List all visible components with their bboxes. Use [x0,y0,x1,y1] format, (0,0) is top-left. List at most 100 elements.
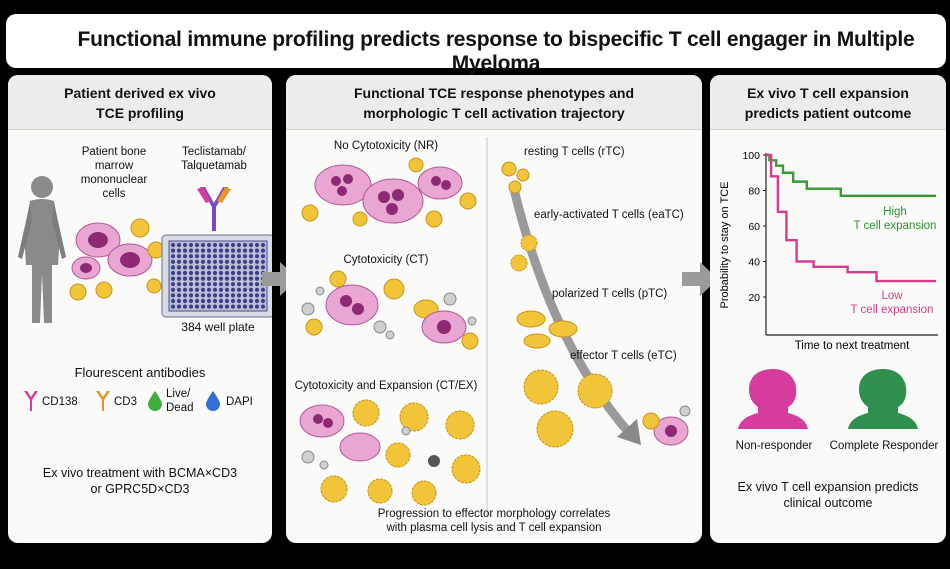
panel3-header: Ex vivo T cell expansion predicts patien… [710,75,946,130]
y-axis-label: Probability to stay on TCE [719,182,731,309]
plate-well [248,298,254,304]
plate-well [260,304,266,309]
plate-well [224,265,230,270]
plate-well [242,287,248,292]
plate-well [200,270,206,276]
treatment-line1: Ex vivo treatment with BCMA×CD3 [42,466,238,480]
plate-well [218,265,224,270]
plate-well [242,270,248,276]
plate-well [176,287,182,292]
panel-response-phenotypes: Functional TCE response phenotypes and m… [286,75,702,543]
high-expansion-label: High T cell expansion [840,205,946,233]
plate-well [200,293,206,298]
plate-well [230,282,236,287]
plate-well [218,298,224,304]
plate-well [194,242,200,248]
plate-well [200,276,206,281]
plate-well [224,242,230,248]
plate-well [242,254,248,259]
panel3-footer-line1: Ex vivo T cell expansion predicts [737,480,919,494]
plate-well [242,298,248,304]
plate-well [236,259,242,264]
plate-well [194,259,200,264]
x-axis-label: Time to next treatment [795,340,910,352]
y-tick-label: 20 [748,292,760,304]
plate-well [242,242,248,248]
plate-well [248,248,254,253]
plate-well [212,242,218,248]
plate-well [176,270,182,276]
plate-well [182,304,188,309]
cd3-antibody-icon [96,391,110,411]
plate-well [230,254,236,259]
plate-well [248,270,254,276]
well-plate-icon [161,234,272,318]
plate-well [218,259,224,264]
high-expansion-curve [766,153,936,198]
plate-label: 384 well plate [181,320,255,334]
panel-patient-outcome: Ex vivo T cell expansion predicts patien… [710,75,946,543]
panel2-footer: Progression to effector morphology corre… [286,507,702,535]
bone-marrow-label-line4: cells [102,188,126,200]
plate-well [254,282,260,287]
plate-well [230,242,236,248]
cd138-antibody-icon [24,391,38,411]
drug-label-line2: Talquetamab [181,160,247,172]
plate-well [170,276,176,281]
plate-well [242,276,248,281]
plate-well [182,293,188,298]
bmmc-cell-cluster [69,218,165,301]
plate-well [200,282,206,287]
plate-well [206,242,212,248]
plate-well [242,293,248,298]
plate-well [176,248,182,253]
plate-well [188,287,194,292]
plate-well [260,298,266,304]
plate-well [170,254,176,259]
trajectory-ptc-label: polarized T cells (pTC) [552,288,668,300]
plate-well [230,270,236,276]
phenotype-ctex-label: Cytotoxicity and Expansion (CT/EX) [294,380,478,392]
plate-well [194,293,200,298]
plate-well [254,248,260,253]
plate-well [236,282,242,287]
plate-well [218,270,224,276]
plate-well [236,298,242,304]
plate-well [170,265,176,270]
plate-well [194,276,200,281]
live-dead-label: Live/ Dead [166,387,194,415]
plate-well [206,304,212,309]
plate-well [206,298,212,304]
panel1-header: Patient derived ex vivo TCE profiling [8,75,272,130]
complete-responder-head-icon [848,369,918,429]
y-tick-label: 100 [742,150,760,162]
trajectory-rtc-label: resting T cells (rTC) [524,146,625,158]
plate-well [236,248,242,253]
phenotype-ct-label: Cytotoxicity (CT) [343,254,429,266]
plate-well [218,282,224,287]
plate-well [254,242,260,248]
plate-well [194,304,200,309]
bone-marrow-label-line2: marrow [94,160,134,172]
plate-well [218,248,224,253]
plate-well [254,254,260,259]
plate-well [260,254,266,259]
low-expansion-curve [766,153,936,283]
non-responder-label: Non-responder [735,440,813,452]
plate-well [254,265,260,270]
patient-silhouette-icon [18,176,66,323]
panel1-heading-line2: TCE profiling [96,105,184,121]
plate-well [188,282,194,287]
plate-well [188,270,194,276]
plate-well [212,304,218,309]
plate-well [236,293,242,298]
plate-well [236,287,242,292]
plate-well [182,282,188,287]
plate-well [218,254,224,259]
plate-well [260,287,266,292]
plate-well [224,259,230,264]
non-responder-head-icon [738,369,808,429]
plate-well [248,282,254,287]
plate-well [182,254,188,259]
